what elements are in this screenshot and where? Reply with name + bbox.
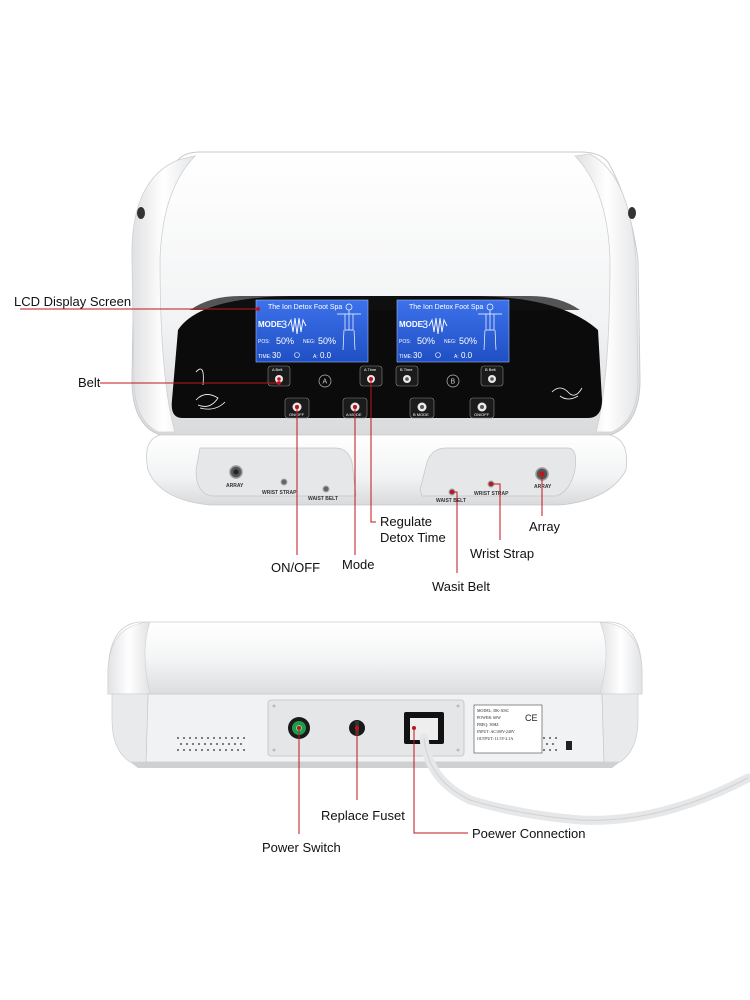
on-off-button-2[interactable]: ON/OFF bbox=[469, 397, 495, 419]
lcd1-body-figure-icon bbox=[337, 303, 361, 351]
left-side-port-icon bbox=[137, 207, 145, 219]
rating-power: POWER: 60W bbox=[477, 715, 501, 720]
b-mode-button[interactable]: B MODE bbox=[409, 397, 435, 419]
lcd2-pos-label: POS: bbox=[399, 339, 411, 345]
b-belt-button[interactable]: B Belt bbox=[480, 365, 504, 387]
rating-model: MODEL: DK-303C bbox=[477, 708, 509, 713]
lcd2-time-label: TIME: bbox=[399, 354, 412, 360]
lcd1-wave-icon bbox=[287, 317, 307, 335]
control-panel bbox=[171, 296, 602, 418]
b-time-button[interactable]: B Time bbox=[395, 365, 419, 387]
array-port-right-label: ARRAY bbox=[534, 484, 552, 490]
callout-lcd-display: LCD Display Screen bbox=[14, 294, 132, 309]
lcd1-pos-label: POS: bbox=[258, 339, 270, 345]
lcd1-pos-value: 50% bbox=[276, 336, 294, 346]
right-side-port-icon bbox=[628, 207, 636, 219]
wrist-strap-port-right-label: WRIST STRAP bbox=[474, 491, 509, 497]
rear-side-switch bbox=[566, 741, 572, 750]
waist-belt-port-left[interactable] bbox=[322, 485, 330, 493]
lcd1-time-value: 30 bbox=[272, 351, 281, 360]
array-port-left[interactable] bbox=[229, 465, 243, 479]
lcd1-smile-icon bbox=[294, 352, 300, 358]
callout-array: Array bbox=[529, 519, 561, 534]
rear-device: MODEL: DK-303C POWER: 60W FREQ: 50HZ INP… bbox=[107, 621, 750, 834]
b-time-label: B Time bbox=[400, 367, 413, 372]
rating-output: OUTPUT: 11.5V-2.1A bbox=[477, 736, 513, 741]
channel-a-label: A bbox=[323, 379, 328, 386]
wrist-strap-port-left[interactable] bbox=[280, 478, 288, 486]
lcd2-mode-value: 3 bbox=[422, 319, 428, 331]
a-belt-button[interactable]: A Belt bbox=[267, 365, 291, 387]
callout-mode: Mode bbox=[342, 557, 375, 572]
channel-a-indicator bbox=[318, 374, 332, 388]
array-port-left-label: ARRAY bbox=[226, 483, 244, 489]
b-mode-label: B MODE bbox=[413, 412, 429, 417]
left-port-recess bbox=[195, 447, 357, 497]
right-port-recess bbox=[419, 447, 577, 497]
a-time-label: A Time bbox=[364, 367, 377, 372]
rating-label bbox=[473, 704, 543, 754]
lcd2-body-figure-icon bbox=[478, 303, 502, 351]
lcd1-mode-value: 3 bbox=[281, 319, 287, 331]
rear-body bbox=[107, 621, 643, 695]
lcd2-smile-icon bbox=[435, 352, 441, 358]
rear-left-cap bbox=[107, 621, 151, 695]
lcd2-wave-icon bbox=[428, 317, 448, 335]
channel-b-indicator bbox=[446, 374, 460, 388]
on-off-label-2: ON/OFF bbox=[474, 412, 490, 417]
callout-regulate: Regulate bbox=[380, 514, 433, 529]
lcd1-neg-value: 50% bbox=[318, 336, 336, 346]
lcd2-neg-value: 50% bbox=[459, 336, 477, 346]
waist-belt-port-left-label: WAIST BELT bbox=[308, 496, 338, 502]
callout-belt: Belt bbox=[78, 375, 101, 390]
callout-power-switch: Power Switch bbox=[262, 840, 341, 855]
lcd1-title: The Ion Detox Foot Spa bbox=[268, 304, 342, 311]
right-decor-swirl-icon bbox=[551, 387, 583, 400]
lcd2-neg-label: NEG: bbox=[444, 339, 456, 345]
lcd1-amp-label: A: bbox=[313, 354, 318, 360]
front-device: The Ion Detox Foot Spa MODE 3 POS: 50% N… bbox=[20, 151, 641, 573]
ce-mark: CE bbox=[525, 713, 538, 723]
device-left-cap bbox=[131, 155, 197, 433]
callout-wrist-strap: Wrist Strap bbox=[470, 546, 535, 561]
callout-leaders-rear bbox=[298, 728, 468, 834]
a-mode-label: A MODE bbox=[346, 412, 362, 417]
channel-b-label: B bbox=[451, 379, 456, 386]
waist-belt-port-right-label: WAIST BELT bbox=[436, 498, 466, 504]
wrist-strap-port-left-label: WRIST STRAP bbox=[262, 490, 297, 496]
lcd2-title: The Ion Detox Foot Spa bbox=[409, 304, 483, 311]
lcd2-pos-value: 50% bbox=[417, 336, 435, 346]
lcd2-mode-label: MODE bbox=[399, 320, 424, 329]
left-decor-swirl-icon bbox=[195, 368, 226, 410]
b-belt-label: B Belt bbox=[485, 367, 497, 372]
callout-on-off: ON/OFF bbox=[271, 560, 321, 575]
lcd1-mode-label: MODE bbox=[258, 320, 283, 329]
rating-freq: FREQ: 50HZ bbox=[477, 722, 499, 727]
callout-dots-front bbox=[256, 307, 544, 494]
lcd2-amp-value: 0.0 bbox=[461, 351, 473, 360]
lcd1-amp-value: 0.0 bbox=[320, 351, 332, 360]
callout-waist-belt: Wasit Belt bbox=[432, 579, 491, 594]
rear-right-cap bbox=[599, 621, 643, 695]
lcd1-time-label: TIME: bbox=[258, 354, 271, 360]
lcd2-time-value: 30 bbox=[413, 351, 422, 360]
a-belt-label: A Belt bbox=[272, 367, 283, 372]
callout-power-connection: Poewer Connection bbox=[472, 826, 586, 841]
lcd2-amp-label: A: bbox=[454, 354, 459, 360]
lcd1-neg-label: NEG: bbox=[303, 339, 315, 345]
callout-replace-fuse: Replace Fuset bbox=[321, 808, 405, 823]
callout-detox-time: Detox Time bbox=[380, 530, 446, 545]
left-vent-grille bbox=[177, 737, 245, 751]
callout-dots-rear bbox=[297, 726, 416, 730]
rating-input: INPUT: AC100V-240V bbox=[477, 729, 515, 734]
